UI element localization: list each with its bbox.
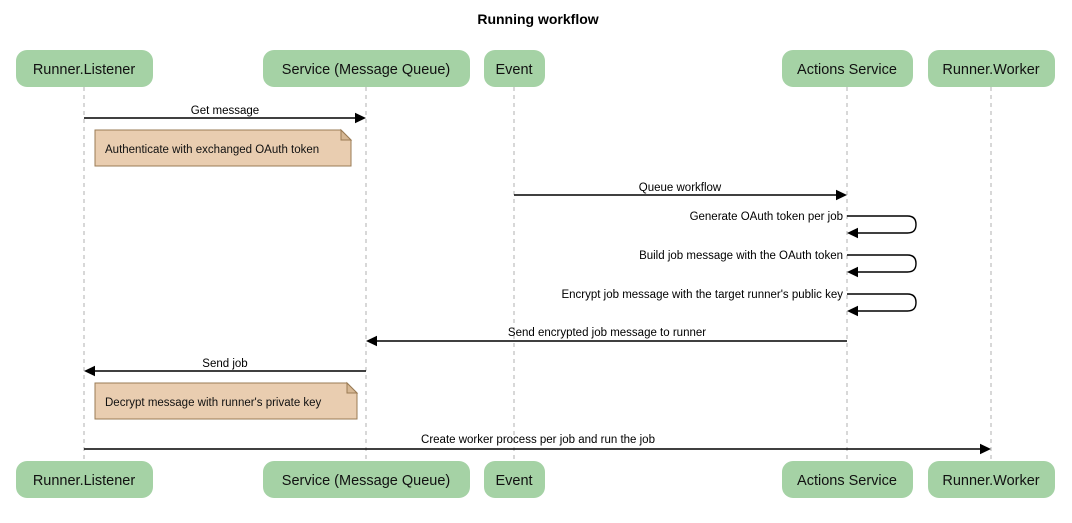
participant-heads-layer: Runner.Listener Service (Message Queue) Ev… — [16, 50, 1055, 87]
note-decrypt-note: Decrypt message with runner's private ke… — [94, 381, 359, 420]
note-label: Decrypt message with runner's private ke… — [105, 397, 322, 409]
participant-label: Actions Service — [797, 473, 897, 489]
message-label: Queue workflow — [639, 182, 722, 194]
participant-label: Service (Message Queue) — [282, 473, 450, 489]
message-build-job-message-with-oauth-token[interactable]: Build job message with the OAuth token — [639, 250, 917, 278]
participant-foot-event[interactable]: Event — [484, 461, 545, 498]
message-label: Generate OAuth token per job — [690, 211, 843, 223]
note-fold-corner-icon — [346, 381, 359, 394]
participant-box[interactable] — [928, 50, 1055, 87]
arrow-head-icon — [847, 266, 858, 278]
note-label: Authenticate with exchanged OAuth token — [105, 144, 319, 156]
message-label: Send encrypted job message to runner — [508, 327, 706, 339]
participant-box[interactable] — [782, 50, 913, 87]
message-get-message[interactable]: Get message — [84, 105, 366, 124]
self-call-path — [847, 254, 917, 273]
self-call-path — [847, 293, 917, 312]
participant-label: Runner.Worker — [942, 62, 1039, 78]
arrow-head-icon — [836, 189, 847, 201]
note-body — [94, 382, 358, 420]
participant-feet-layer: Runner.Listener Service (Message Queue) Ev… — [16, 461, 1055, 498]
note-fold-corner-icon — [340, 128, 353, 141]
notes-layer: Authenticate with exchanged OAuth tokenD… — [94, 128, 359, 420]
participant-head-event[interactable]: Event — [484, 50, 545, 87]
participant-label: Runner.Worker — [942, 473, 1039, 489]
message-send-job[interactable]: Send job — [84, 358, 366, 377]
participant-head-service_mq[interactable]: Service (Message Queue) — [263, 50, 470, 87]
lifelines-layer — [83, 87, 992, 461]
participant-label: Event — [495, 62, 532, 78]
arrow-head-icon — [355, 112, 366, 124]
participant-foot-runner_worker[interactable]: Runner.Worker — [928, 461, 1055, 498]
participant-label: Event — [495, 473, 532, 489]
message-generate-oauth-token-per-job[interactable]: Generate OAuth token per job — [690, 211, 917, 239]
participant-box[interactable] — [263, 461, 470, 498]
participant-box[interactable] — [16, 461, 153, 498]
participant-box[interactable] — [263, 50, 470, 87]
self-call-path — [847, 215, 917, 234]
arrow-head-icon — [980, 443, 991, 455]
note-body — [94, 129, 352, 167]
message-label: Get message — [191, 105, 259, 117]
participant-box[interactable] — [782, 461, 913, 498]
participant-head-runner_listener[interactable]: Runner.Listener — [16, 50, 153, 87]
participant-foot-runner_listener[interactable]: Runner.Listener — [16, 461, 153, 498]
participant-label: Runner.Listener — [33, 473, 136, 489]
page-title: Running workflow — [477, 11, 598, 27]
message-label: Send job — [202, 358, 247, 370]
message-label: Encrypt job message with the target runn… — [561, 289, 843, 301]
message-send-encrypted-job-message-to-runner[interactable]: Send encrypted job message to runner — [366, 327, 847, 347]
message-encrypt-job-message-public-key[interactable]: Encrypt job message with the target runn… — [561, 289, 917, 317]
participant-label: Service (Message Queue) — [282, 62, 450, 78]
participant-head-runner_worker[interactable]: Runner.Worker — [928, 50, 1055, 87]
participant-head-actions_service[interactable]: Actions Service — [782, 50, 913, 87]
participant-box[interactable] — [16, 50, 153, 87]
participant-box[interactable] — [484, 50, 545, 87]
arrow-head-icon — [366, 335, 377, 347]
participant-foot-service_mq[interactable]: Service (Message Queue) — [263, 461, 470, 498]
participant-box[interactable] — [484, 461, 545, 498]
message-queue-workflow[interactable]: Queue workflow — [514, 182, 847, 201]
note-authenticate-note: Authenticate with exchanged OAuth token — [94, 128, 353, 167]
participant-label: Runner.Listener — [33, 62, 136, 78]
participant-foot-actions_service[interactable]: Actions Service — [782, 461, 913, 498]
arrow-head-icon — [847, 227, 858, 239]
message-label: Build job message with the OAuth token — [639, 250, 843, 262]
message-label: Create worker process per job and run th… — [421, 434, 655, 446]
message-create-worker-process-run-job[interactable]: Create worker process per job and run th… — [84, 434, 991, 455]
arrow-head-icon — [847, 305, 858, 317]
participant-box[interactable] — [928, 461, 1055, 498]
participant-label: Actions Service — [797, 62, 897, 78]
arrow-head-icon — [84, 365, 95, 377]
